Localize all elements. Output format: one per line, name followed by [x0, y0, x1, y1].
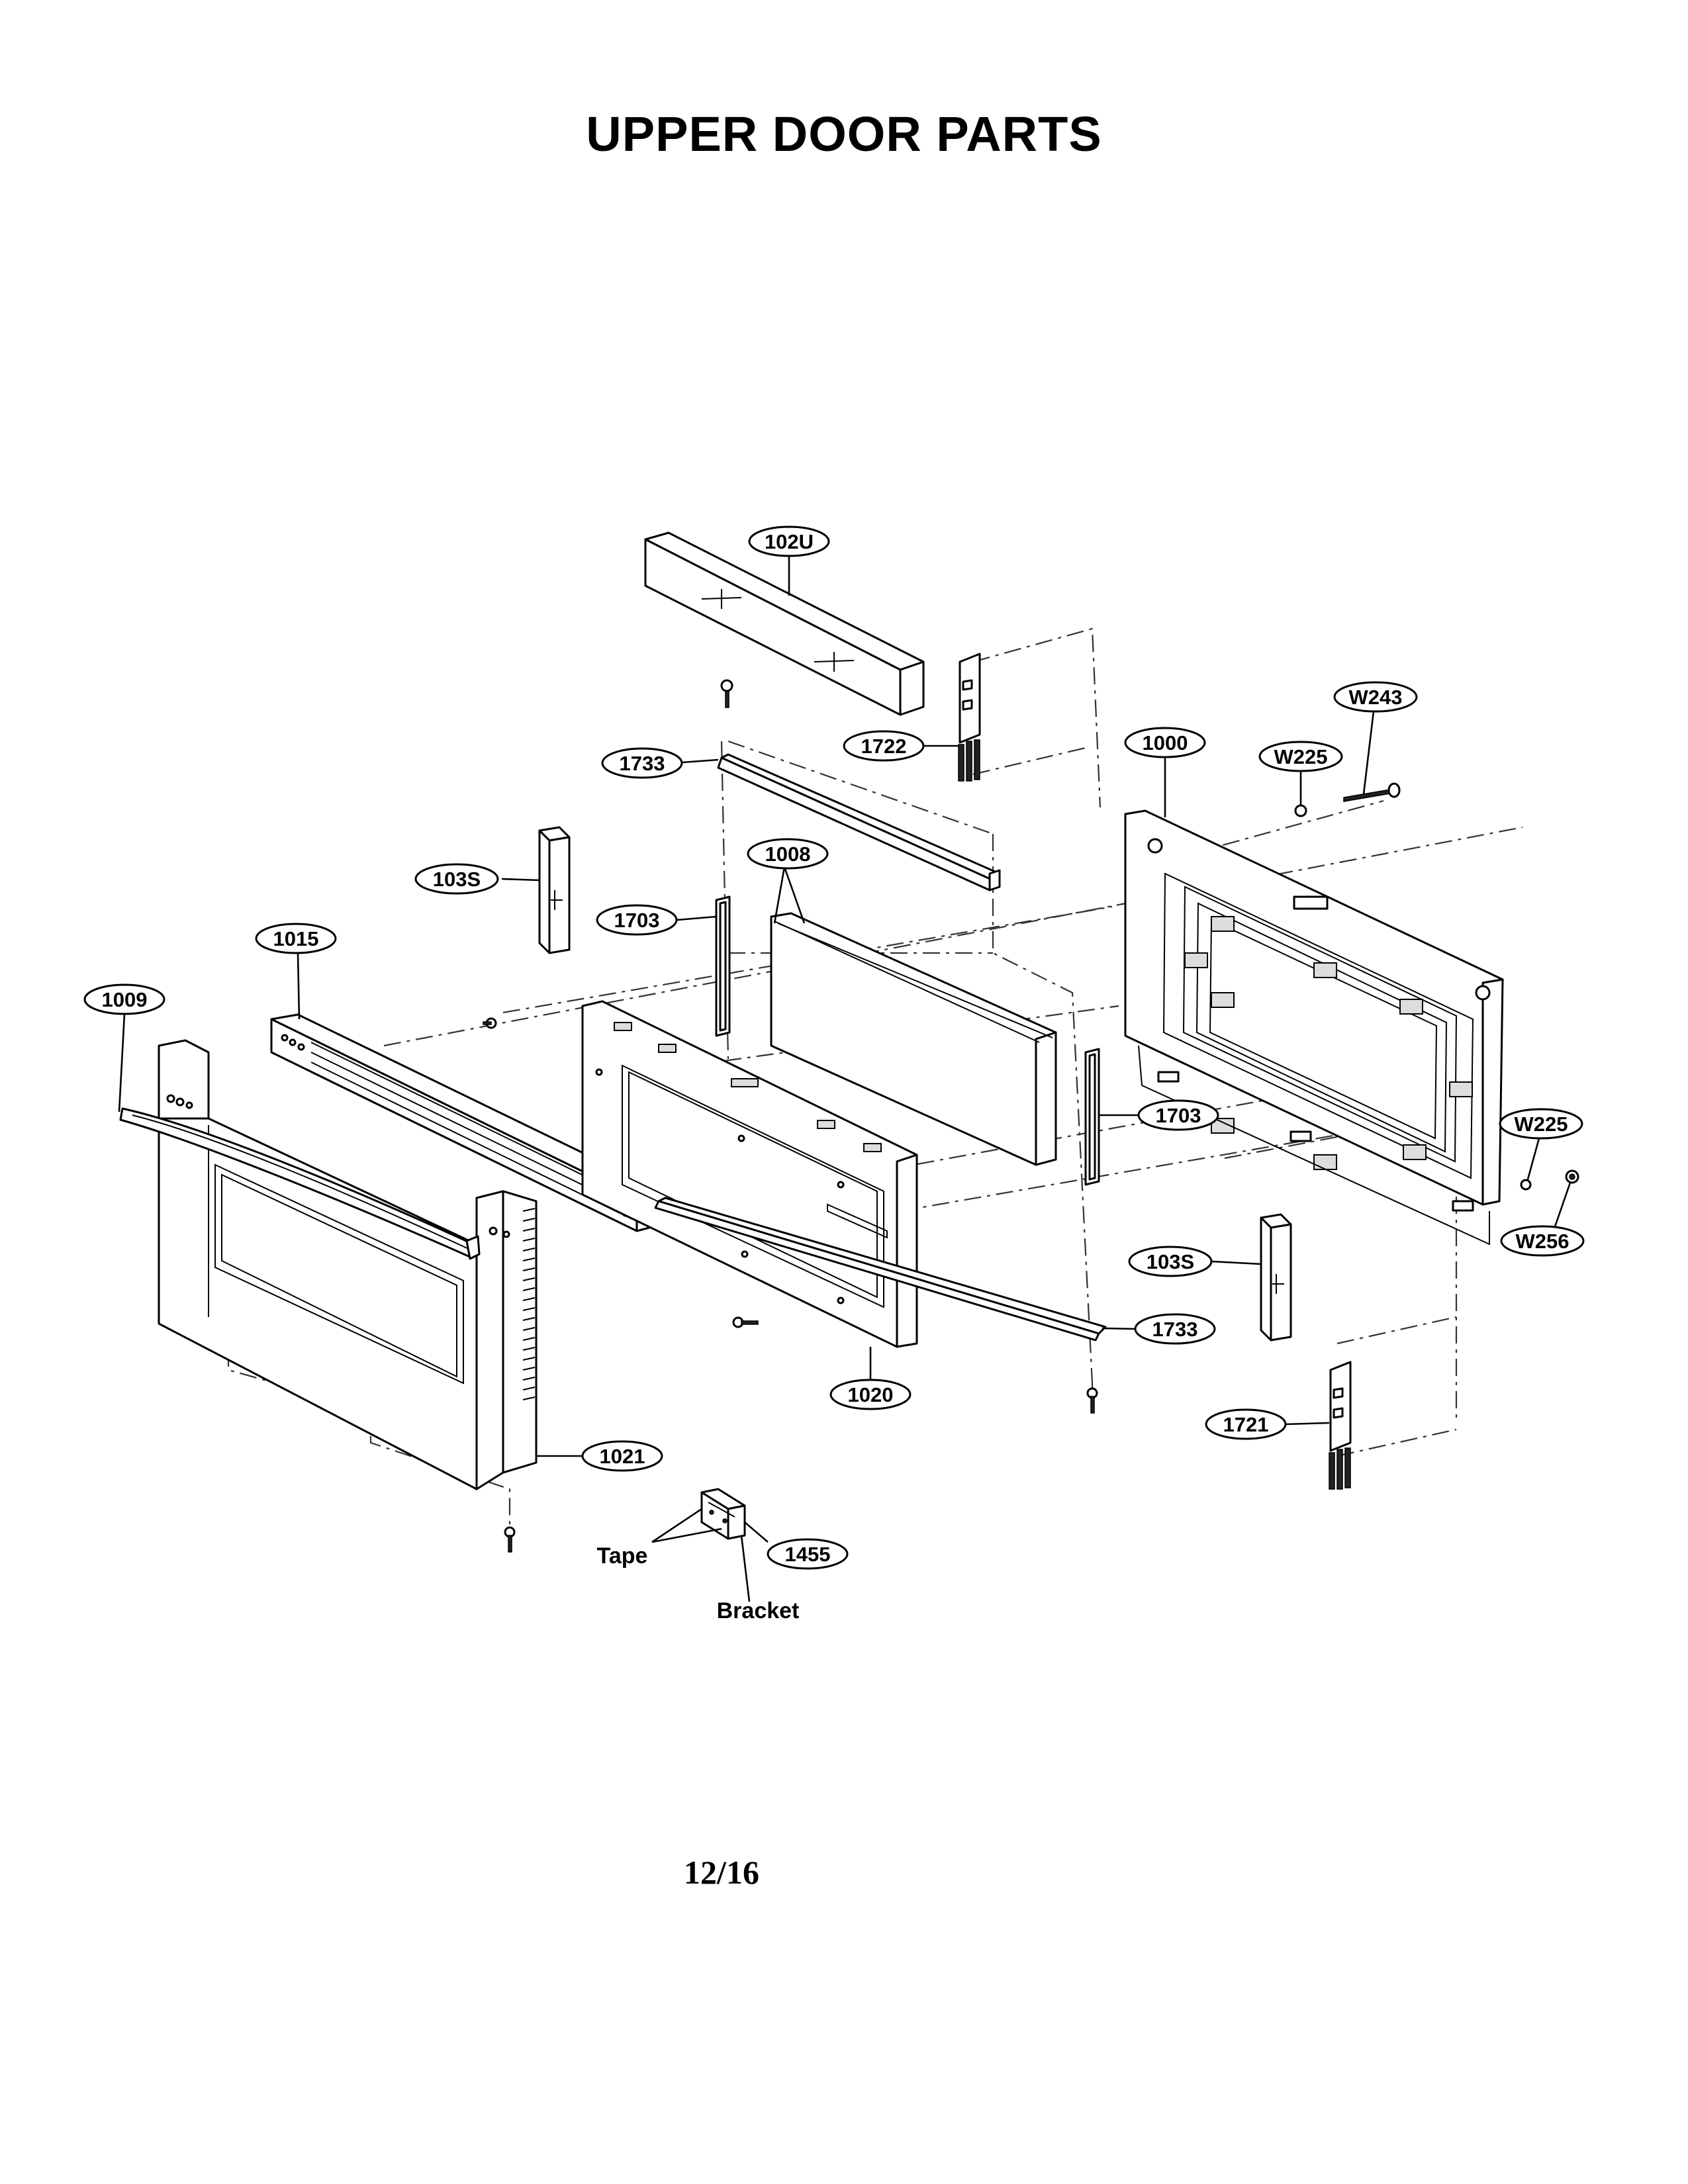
callout-1733-bottom: 1733: [1134, 1313, 1216, 1345]
svg-text:1455: 1455: [785, 1543, 831, 1566]
callout-1703-right: 1703: [1137, 1099, 1219, 1131]
part-1733-top-rail: [717, 753, 1001, 891]
callout-W225-right: W225: [1499, 1108, 1583, 1140]
callout-1455: 1455: [767, 1538, 849, 1570]
door-vent-slots: [522, 1208, 536, 1400]
page-title: UPPER DOOR PARTS: [586, 107, 1102, 161]
svg-text:1722: 1722: [861, 735, 907, 758]
callout-1722: 1722: [843, 730, 925, 762]
callout-1020: 1020: [829, 1379, 912, 1410]
callout-1733-top: 1733: [601, 747, 683, 779]
part-1703-left-trim: [715, 895, 731, 1037]
part-103S-left-block: [538, 826, 571, 954]
svg-text:W225: W225: [1274, 745, 1328, 768]
screw-top: [720, 679, 733, 708]
part-1009-handle: [119, 1107, 481, 1260]
part-1008-glass: [770, 912, 1057, 1166]
callout-1008: 1008: [747, 838, 829, 870]
svg-text:1703: 1703: [614, 909, 660, 932]
svg-text:1015: 1015: [273, 927, 319, 950]
callout-1015: 1015: [255, 923, 337, 954]
tape-label: Tape: [597, 1543, 648, 1569]
part-1000-inner-door: [1124, 809, 1504, 1246]
callout-103S-left: 103S: [414, 863, 499, 895]
svg-text:1000: 1000: [1143, 731, 1188, 754]
screw-mid: [483, 1017, 497, 1029]
svg-text:1021: 1021: [600, 1445, 645, 1468]
svg-text:102U: 102U: [765, 530, 814, 553]
part-1703-right-trim: [1084, 1048, 1100, 1186]
callout-W225-top: W225: [1258, 741, 1343, 772]
part-1721-hinge: [1329, 1361, 1352, 1490]
svg-text:1703: 1703: [1156, 1104, 1201, 1127]
svg-text:1733: 1733: [620, 752, 665, 775]
part-W225-W256-screws: [1520, 1169, 1579, 1191]
callout-W256: W256: [1500, 1225, 1585, 1257]
callout-103S-right: 103S: [1128, 1246, 1213, 1277]
part-103S-right-block: [1260, 1213, 1292, 1342]
callout-102U: 102U: [748, 525, 830, 557]
svg-text:W243: W243: [1349, 686, 1403, 709]
svg-text:1009: 1009: [102, 988, 148, 1011]
part-102U-top-trim: [644, 531, 925, 716]
svg-text:1721: 1721: [1223, 1413, 1269, 1436]
callout-1000: 1000: [1124, 727, 1206, 758]
svg-text:1020: 1020: [848, 1383, 894, 1406]
svg-text:W225: W225: [1515, 1113, 1568, 1136]
svg-text:103S: 103S: [1147, 1250, 1194, 1273]
part-1455-bracket: [700, 1488, 746, 1540]
svg-text:1733: 1733: [1152, 1318, 1198, 1341]
callout-1721: 1721: [1205, 1408, 1287, 1440]
part-W225-W243-screws: [1294, 782, 1401, 817]
part-1733-bottom-rail: [654, 1197, 1107, 1342]
svg-text:1008: 1008: [765, 842, 811, 866]
screws-bottom: [504, 1316, 1098, 1553]
svg-text:W256: W256: [1516, 1230, 1570, 1253]
page-number: 12/16: [684, 1854, 759, 1891]
callout-1009: 1009: [83, 983, 165, 1015]
callout-W243: W243: [1333, 681, 1418, 713]
leader-lines: [118, 555, 1571, 1602]
callout-1021: 1021: [581, 1440, 663, 1472]
callout-1703-left: 1703: [596, 904, 678, 936]
svg-text:103S: 103S: [433, 868, 481, 891]
bracket-label: Bracket: [717, 1598, 800, 1623]
part-1722-hinge: [958, 653, 981, 782]
